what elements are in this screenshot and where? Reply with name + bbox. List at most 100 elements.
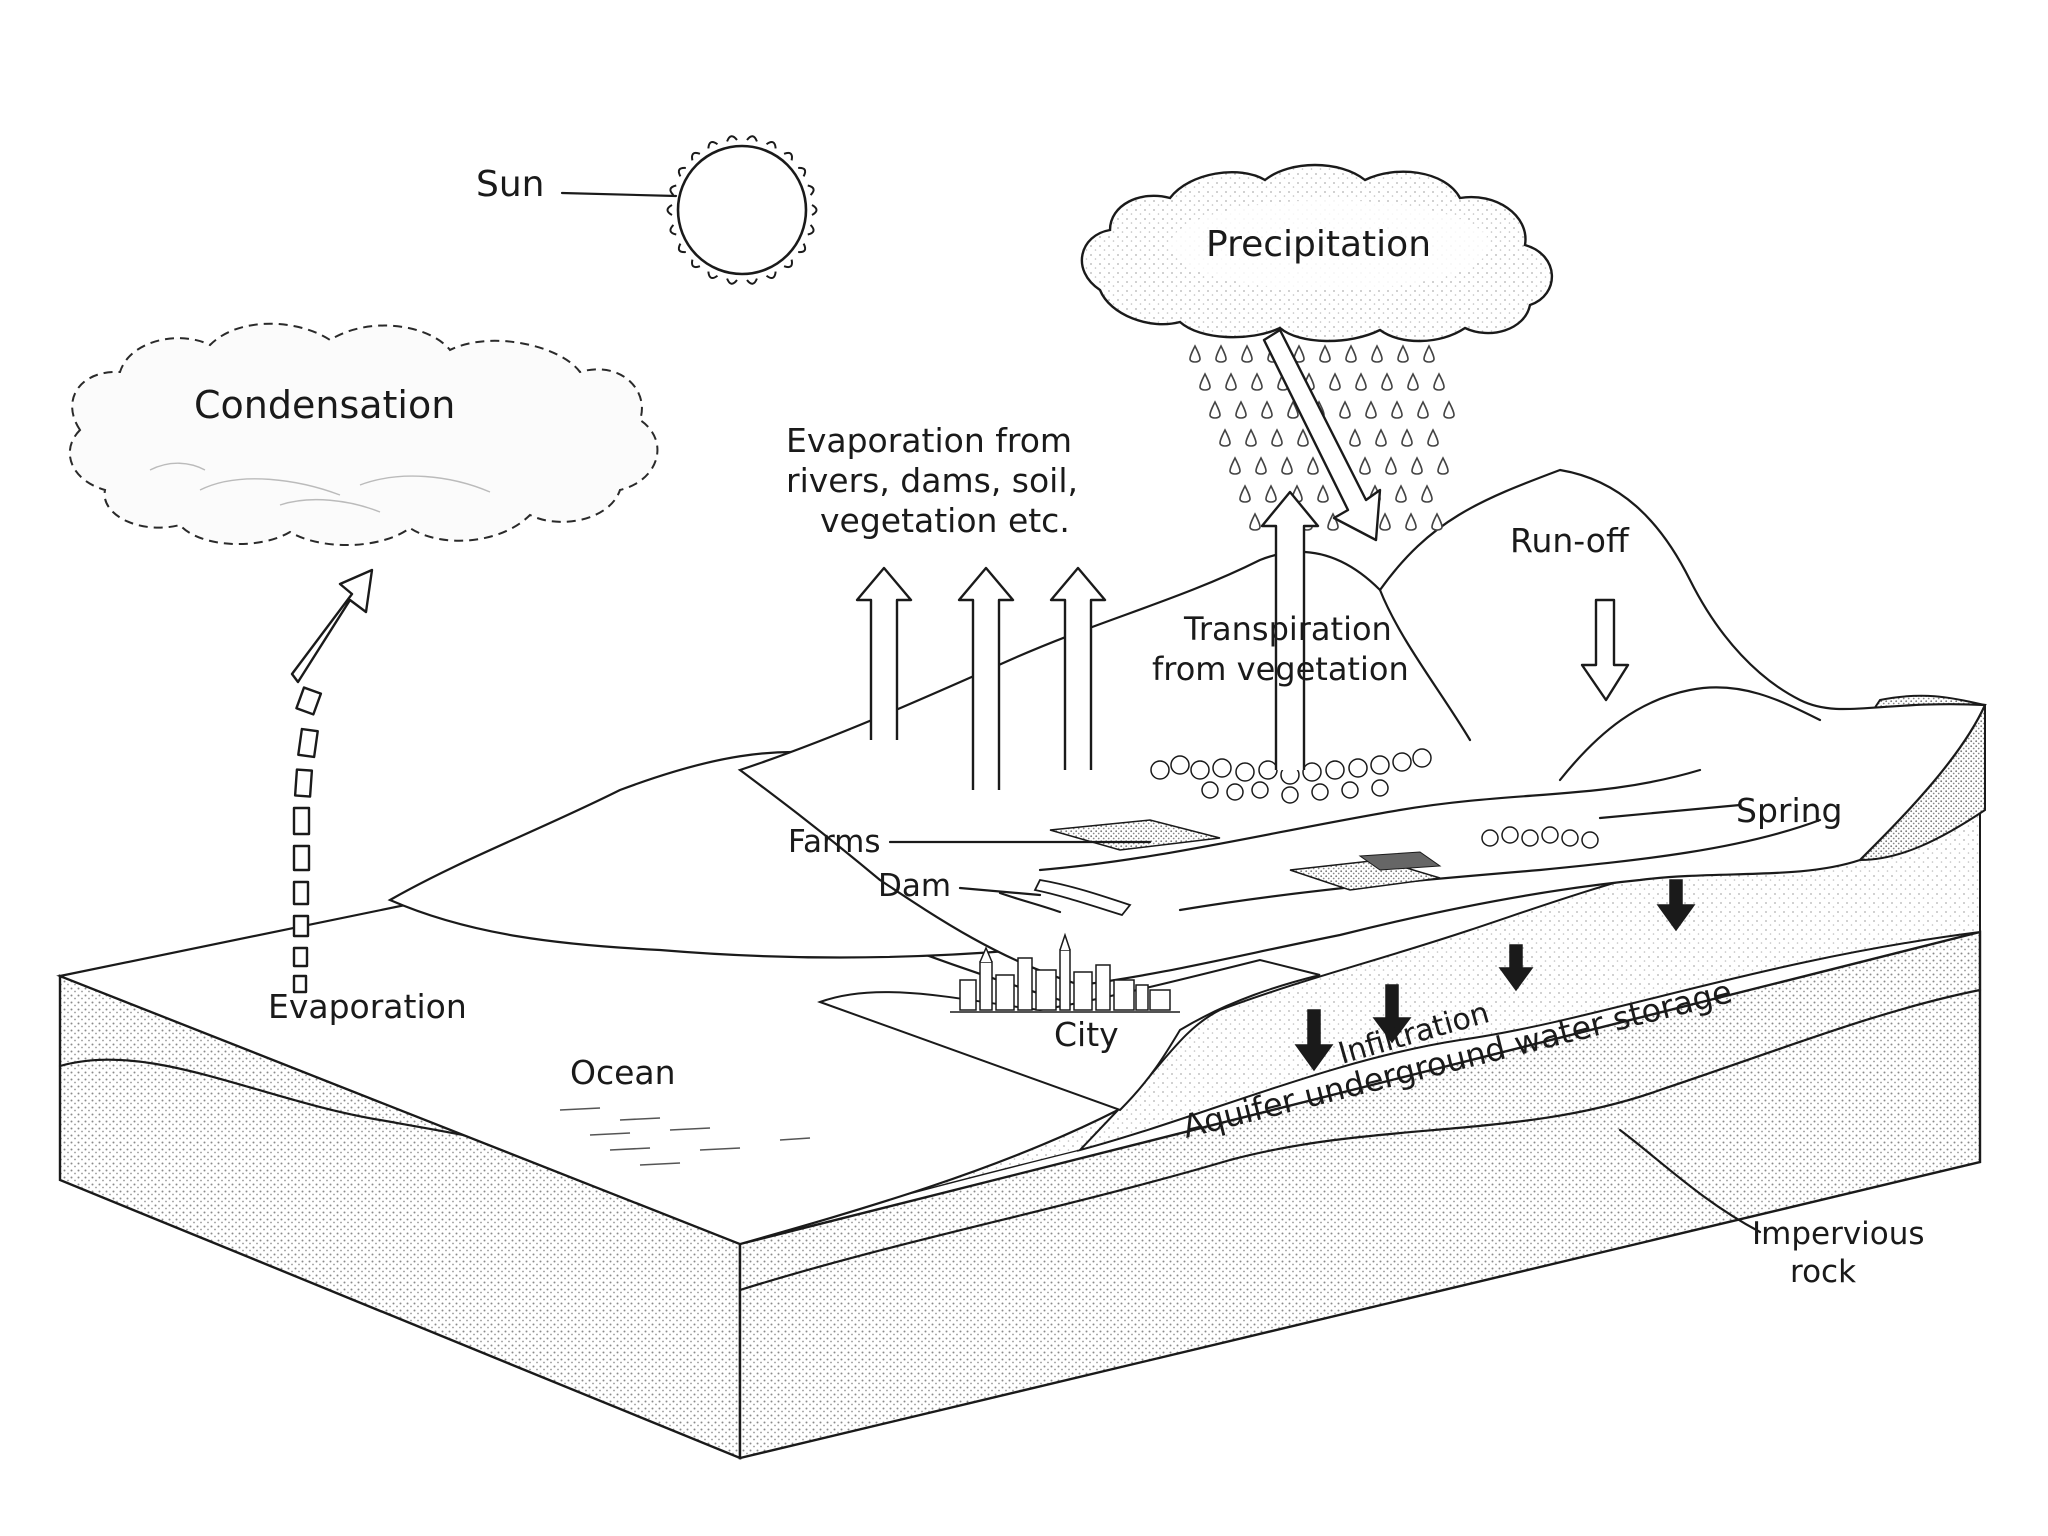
evaporation-land-line-1: Evaporation from [786, 421, 1072, 460]
evaporation-ocean-label: Evaporation [268, 987, 467, 1026]
rain-drop [1209, 401, 1221, 419]
sun-icon [666, 135, 818, 285]
rain-drop [1407, 373, 1419, 391]
rain-drop [1307, 457, 1319, 475]
up-arrow-icon [1260, 490, 1320, 770]
rain-drop [1371, 345, 1383, 363]
trees-icon [1150, 748, 1599, 849]
sun-ray [746, 135, 758, 142]
rain-drop [1229, 457, 1241, 475]
sun-ray [811, 204, 818, 216]
leader-lines [888, 803, 1762, 1234]
transpiration-line-1: Transpiration [1183, 610, 1392, 648]
run-off-label: Run-off [1510, 521, 1630, 560]
rain-drop [1355, 373, 1367, 391]
rain-drop [1401, 429, 1413, 447]
precipitation-label: Precipitation [1206, 224, 1431, 265]
rain-drop [1255, 457, 1267, 475]
rain-drop [1319, 345, 1331, 363]
rain-drop [1411, 457, 1423, 475]
ocean-waves [559, 1107, 811, 1166]
rain-drop [1349, 429, 1361, 447]
sun-ray [666, 204, 673, 216]
city-icon [950, 932, 1180, 1013]
rain-drop [1239, 485, 1251, 503]
rain-drop [1423, 345, 1435, 363]
condensation-label: Condensation [194, 383, 455, 427]
rain-drop [1405, 513, 1417, 531]
ocean-evaporation-arrow [290, 568, 374, 994]
sun-ray [726, 278, 738, 285]
rain-drop [1365, 401, 1377, 419]
sun-ray [807, 224, 815, 236]
evaporation-land-label: Evaporation from rivers, dams, soil, veg… [786, 421, 1089, 540]
sun-ray [765, 140, 777, 149]
rain-drop [1417, 401, 1429, 419]
rain-drop [1359, 457, 1371, 475]
sun-ray [807, 184, 815, 196]
evaporation-land-line-2: rivers, dams, soil, [786, 461, 1078, 500]
rain-drop [1379, 513, 1391, 531]
rain-drop [1385, 457, 1397, 475]
sun-ray [783, 151, 793, 161]
evaporation-up-arrows [855, 490, 1320, 790]
sun-ray [669, 224, 677, 236]
valley-line-1 [1038, 768, 1702, 872]
sun-ray [726, 135, 738, 142]
city-label: City [1054, 1015, 1119, 1054]
rain-drop [1215, 345, 1227, 363]
hill-contour-2 [1558, 686, 1822, 782]
transpiration-label: Transpiration from vegetation [1152, 610, 1409, 688]
sun-ray [691, 259, 701, 269]
dam-label: Dam [878, 868, 951, 904]
sun-ray [746, 278, 758, 285]
farms-label: Farms [788, 824, 881, 860]
rain-drop [1297, 429, 1309, 447]
infiltration-down-arrows [1294, 879, 1696, 1072]
up-arrow-icon [1049, 566, 1107, 770]
rain-drop [1329, 373, 1341, 391]
rain-drop [1225, 373, 1237, 391]
rain-drop [1345, 345, 1357, 363]
rain-drop [1199, 373, 1211, 391]
impervious-rock-boundary [738, 988, 1982, 1292]
rain-drop [1433, 373, 1445, 391]
dam-icon [998, 879, 1132, 917]
condensation-cloud-icon [68, 322, 659, 546]
rain-drop [1245, 429, 1257, 447]
up-arrow-icon [855, 566, 913, 740]
impervious-label: Impervious rock [1752, 1216, 1934, 1290]
mountains [387, 468, 1987, 987]
evaporation-land-line-3: vegetation etc. [820, 501, 1070, 540]
rain-drop [1251, 373, 1263, 391]
impervious-line-2: rock [1790, 1254, 1856, 1290]
rain-drop [1397, 345, 1409, 363]
sun-ray [798, 166, 807, 177]
rain-drop [1339, 401, 1351, 419]
impervious-line-1: Impervious [1752, 1216, 1925, 1252]
rain-drop [1431, 513, 1443, 531]
rain-drop [1281, 457, 1293, 475]
ocean-label: Ocean [570, 1053, 676, 1092]
valley-line-2 [1178, 818, 1822, 912]
rain-drop [1271, 429, 1283, 447]
sun-leader-line [560, 191, 678, 198]
sun-ray [765, 271, 777, 280]
farm-icon [1049, 819, 1442, 891]
rain-drop [1265, 485, 1277, 503]
sun-ray [707, 271, 719, 280]
runoff-down-arrow-icon [1580, 598, 1630, 702]
transpiration-line-2: from vegetation [1152, 650, 1409, 688]
rain-cloud-highlight [1170, 200, 1490, 290]
sun-ray [677, 166, 686, 177]
sun-label: Sun [476, 164, 544, 205]
sun-ray [677, 243, 686, 254]
rain-drop [1317, 485, 1329, 503]
hill-contour [1378, 588, 1472, 742]
rain-drop [1375, 429, 1387, 447]
rain-drop [1261, 401, 1273, 419]
rain-drop [1443, 401, 1455, 419]
rain-drop [1219, 429, 1231, 447]
condensation-cloud-inner [149, 462, 491, 513]
